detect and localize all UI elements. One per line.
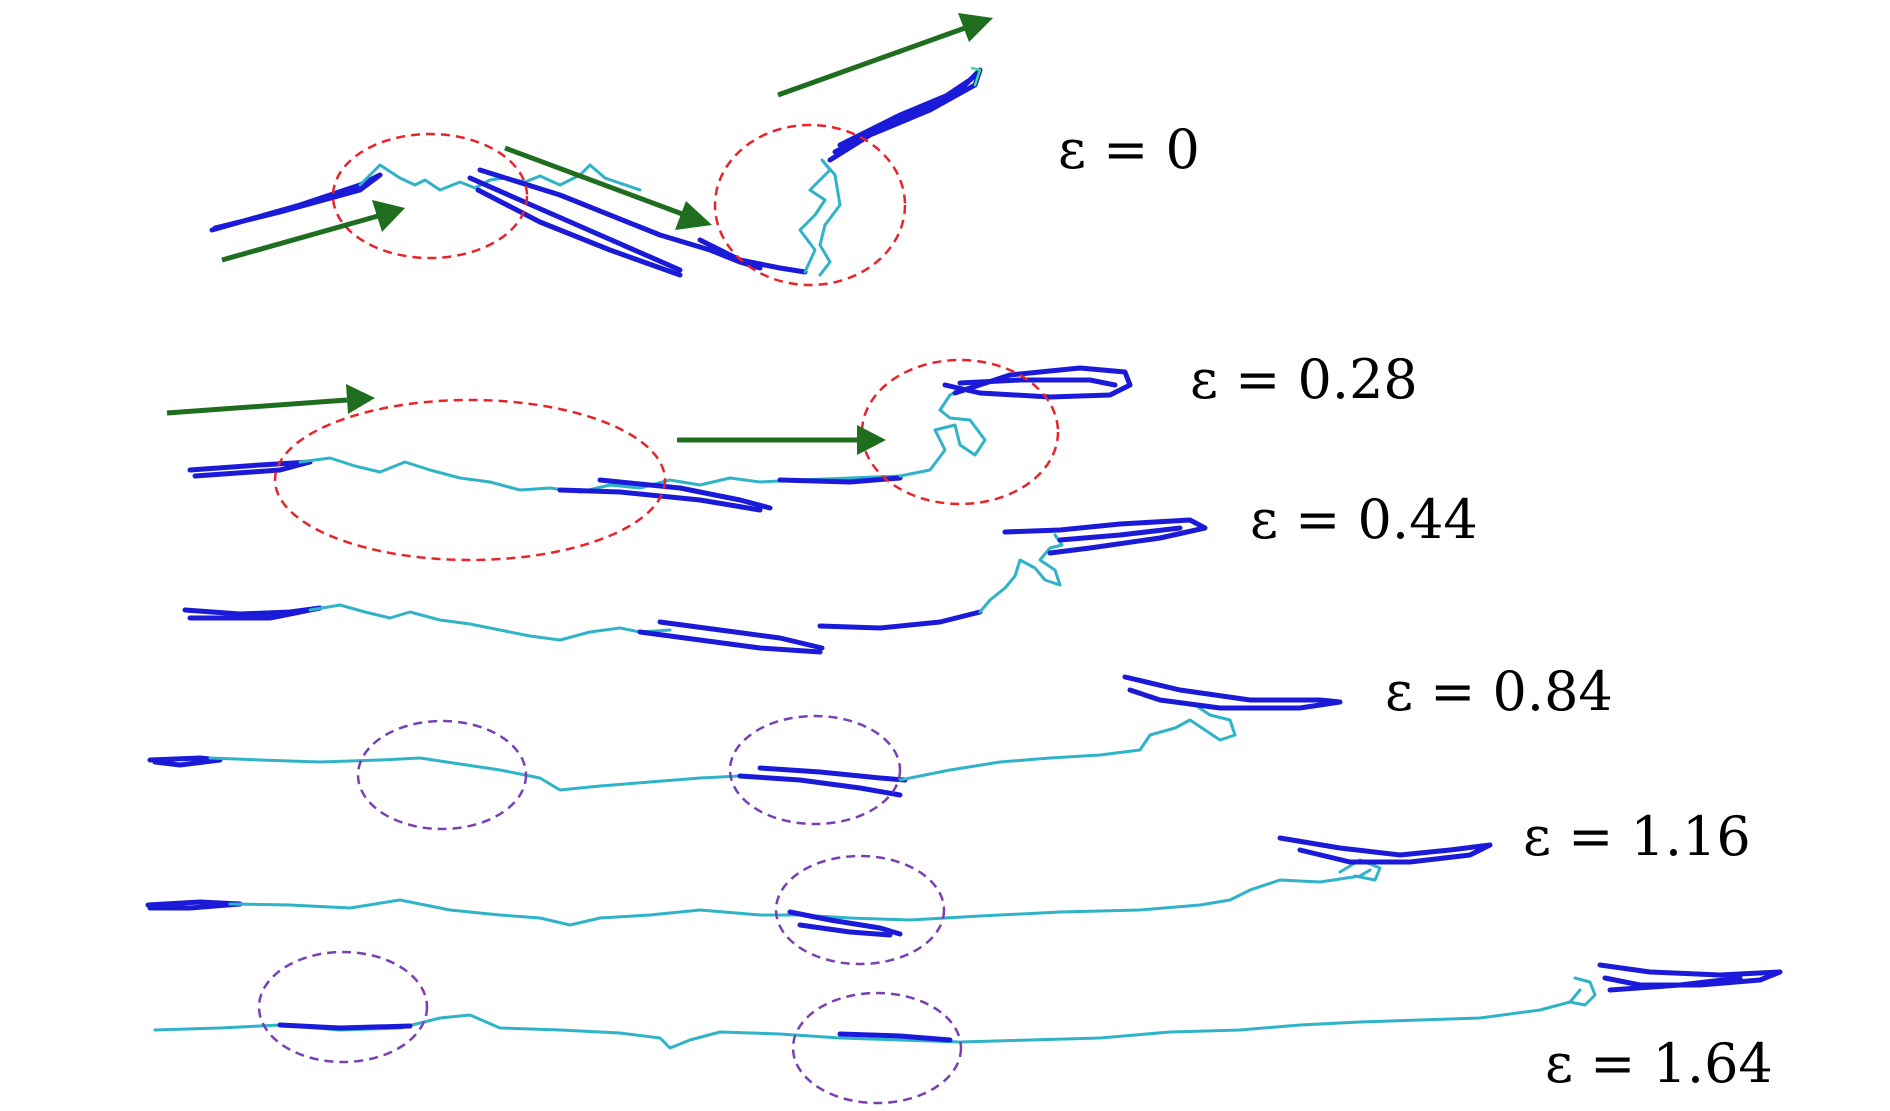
purple-dashed-marker	[356, 719, 528, 831]
red-dashed-marker	[713, 123, 907, 287]
chain-segment	[1607, 975, 1743, 993]
purple-dashed-marker	[728, 714, 902, 826]
chain-segment	[637, 629, 823, 655]
chain-segment	[467, 175, 683, 273]
chain-segment	[298, 456, 902, 494]
direction-arrow	[504, 145, 712, 230]
chain-segment	[358, 163, 642, 192]
chain-segment	[777, 475, 903, 485]
chain-segment	[475, 187, 683, 278]
chain-segment	[957, 377, 1118, 388]
chain-state-eps-116	[145, 835, 1493, 938]
purple-dashed-marker	[774, 854, 946, 966]
strain-label-eps-084: ε = 0.84	[1385, 660, 1613, 723]
chain-segment	[308, 603, 672, 642]
chain-segment	[1002, 517, 1208, 556]
chain-segment	[817, 609, 983, 631]
chain-segment	[837, 1031, 953, 1043]
chain-segment	[1122, 674, 1343, 711]
strain-label-eps-0: ε = 0	[1058, 118, 1200, 181]
chain-state-eps-044	[182, 517, 1208, 655]
chain-segment	[1277, 835, 1493, 865]
red-dashed-marker	[331, 132, 529, 260]
red-dashed-marker	[860, 358, 1060, 506]
chain-segment	[209, 172, 383, 233]
chain-segment	[958, 988, 1582, 1044]
chain-segment	[182, 605, 323, 621]
direction-arrow	[166, 384, 375, 416]
chain-segment	[1148, 703, 1237, 742]
strain-label-eps-116: ε = 1.16	[1523, 805, 1751, 868]
chain-segment	[898, 733, 1152, 782]
chain-segment	[942, 365, 1133, 400]
purple-dashed-marker	[257, 950, 429, 1064]
chain-segment	[787, 909, 903, 937]
direction-arrow	[677, 425, 886, 455]
strain-label-eps-164: ε = 1.64	[1545, 1032, 1773, 1095]
chain-segment	[1568, 976, 1597, 1007]
chain-segment	[145, 899, 243, 911]
chain-segment	[1057, 525, 1183, 543]
chain-segment	[153, 1013, 962, 1050]
chain-segment	[208, 756, 742, 792]
chain-state-eps-084	[147, 674, 1343, 798]
chain-segment	[798, 158, 842, 277]
chain-segment	[898, 388, 987, 478]
chain-segment	[978, 533, 1064, 614]
chain-segment	[597, 477, 773, 511]
chain-segment	[277, 1022, 413, 1031]
chain-segment	[147, 755, 223, 768]
chain-state-eps-164	[153, 962, 1783, 1050]
chain-segment	[657, 619, 825, 651]
chain-segment	[228, 898, 852, 927]
chain-segment	[848, 868, 1372, 922]
strain-label-eps-044: ε = 0.44	[1250, 488, 1478, 551]
chain-segment	[832, 77, 973, 155]
chain-segment	[757, 765, 908, 783]
chain-segment	[797, 922, 893, 938]
chain-state-eps-028	[187, 365, 1133, 513]
chain-segment	[187, 459, 313, 479]
chain-state-eps-0	[209, 66, 983, 278]
chain-segment	[970, 66, 982, 87]
chain-segment	[697, 237, 808, 275]
direction-arrow	[221, 200, 405, 263]
purple-dashed-marker	[791, 991, 963, 1105]
direction-arrow	[777, 13, 993, 98]
red-dashed-marker	[273, 398, 667, 562]
strain-label-eps-028: ε = 0.28	[1190, 348, 1418, 411]
chain-segment	[737, 773, 903, 798]
